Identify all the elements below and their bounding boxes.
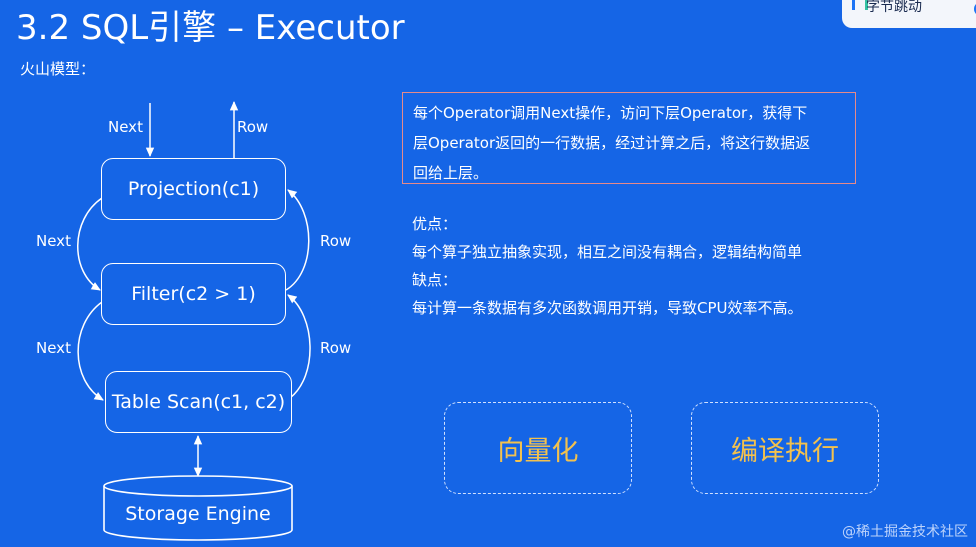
brand-logo-text: 字节跳动 <box>866 0 922 15</box>
top-next-label: Next <box>108 118 143 136</box>
right-row-arrow-2 <box>287 294 311 399</box>
compiled-execution-box: 编译执行 <box>691 402 879 494</box>
description-box: 每个Operator调用Next操作，访问下层Operator，获得下 层Ope… <box>402 92 856 184</box>
pros-title: 优点： <box>412 215 458 233</box>
table-scan-node: Table Scan(c1, c2) <box>105 371 292 433</box>
cons-title: 缺点： <box>412 271 458 289</box>
brand-logo: 字节跳动 <box>842 0 976 28</box>
storage-cylinder-shape <box>103 475 293 541</box>
storage-engine-label: Storage Engine <box>125 503 271 525</box>
description-line: 回给上层。 <box>413 164 489 182</box>
left-next-arrow-1 <box>77 197 103 291</box>
pros-cons-section: 优点： 每个算子独立抽象实现，相互之间没有耦合，逻辑结构简单 缺点： 每计算一条… <box>412 210 803 322</box>
left-next-label-1: Next <box>36 232 71 250</box>
left-next-label-2: Next <box>36 339 71 357</box>
vectorization-box: 向量化 <box>444 402 632 494</box>
cons-text: 每计算一条数据有多次函数调用开销，导致CPU效率不高。 <box>412 299 803 317</box>
brand-round-icon <box>974 2 976 16</box>
filter-node: Filter(c2 > 1) <box>101 263 286 325</box>
slide-title: 3.2 SQL引擎 – Executor <box>16 8 405 48</box>
right-row-label-1: Row <box>320 232 352 250</box>
top-row-label: Row <box>237 118 269 136</box>
source-watermark: @稀土掘金技术社区 <box>842 524 968 540</box>
brand-mark-icon <box>852 0 868 10</box>
description-line: 层Operator返回的一行数据，经过计算之后，将这行数据返 <box>413 134 811 152</box>
right-row-label-2: Row <box>320 339 352 357</box>
projection-node: Projection(c1) <box>101 158 286 220</box>
pros-text: 每个算子独立抽象实现，相互之间没有耦合，逻辑结构简单 <box>412 243 803 261</box>
description-line: 每个Operator调用Next操作，访问下层Operator，获得下 <box>413 104 808 122</box>
left-next-arrow-2 <box>77 301 104 401</box>
slide-subtitle: 火山模型： <box>20 60 96 78</box>
right-row-arrow-1 <box>285 189 310 291</box>
